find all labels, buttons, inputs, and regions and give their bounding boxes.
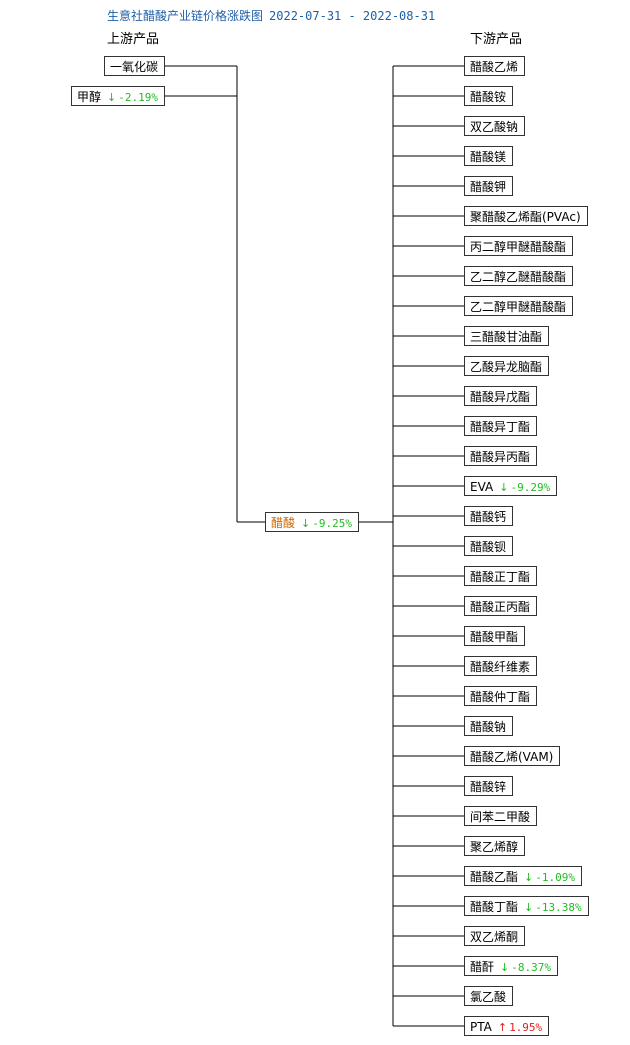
node-label: 醋酸仲丁酯 (470, 690, 531, 704)
node-label: 聚乙烯醇 (470, 840, 519, 854)
downstream-node[interactable]: 乙酸异龙脑酯 (464, 356, 550, 376)
downstream-node[interactable]: EVA ↓-9.29% (464, 476, 558, 496)
node-label: 醋酸乙酯 (470, 870, 519, 884)
downstream-node[interactable]: 醋酸乙酯 ↓-1.09% (464, 866, 582, 886)
downstream-node[interactable]: 醋酸异戊酯 (464, 386, 538, 406)
price-change: ↓-8.37% (500, 961, 551, 974)
node-label: 聚醋酸乙烯酯(PVAc) (470, 210, 581, 224)
price-change: ↓-13.38% (524, 901, 582, 914)
upstream-node[interactable]: 甲醇 ↓-2.19% (71, 86, 165, 106)
price-change: ↓-9.25% (301, 517, 352, 530)
downstream-node[interactable]: 醋酸丁酯 ↓-13.38% (464, 896, 589, 916)
chart-title: 生意社醋酸产业链价格涨跌图 2022-07-31 - 2022-08-31 (107, 7, 435, 24)
downstream-node[interactable]: 三醋酸甘油酯 (464, 326, 550, 346)
node-label: 醋酸纤维素 (470, 660, 531, 674)
node-label: 醋酸铵 (470, 90, 507, 104)
change-value: -1.09% (535, 871, 575, 884)
node-label: 醋酐 (470, 960, 495, 974)
downstream-node[interactable]: PTA ↑1.95% (464, 1016, 550, 1036)
center-node[interactable]: 醋酸 ↓-9.25% (265, 512, 359, 532)
arrow-down-icon: ↓ (301, 517, 311, 530)
downstream-node[interactable]: 醋酸钙 (464, 506, 514, 526)
price-change: ↓-2.19% (107, 91, 158, 104)
downstream-node[interactable]: 丙二醇甲醚醋酸酯 (464, 236, 574, 256)
node-label: 乙酸异龙脑酯 (470, 360, 543, 374)
downstream-node[interactable]: 氯乙酸 (464, 986, 514, 1006)
node-label: 醋酸乙烯(VAM) (470, 750, 554, 764)
upstream-node[interactable]: 一氧化碳 (104, 56, 166, 76)
arrow-down-icon: ↓ (524, 871, 534, 884)
arrow-down-icon: ↓ (107, 91, 117, 104)
arrow-down-icon: ↓ (499, 481, 509, 494)
node-label: 醋酸甲酯 (470, 630, 519, 644)
arrow-up-icon: ↑ (497, 1021, 508, 1034)
node-label: 醋酸丁酯 (470, 900, 519, 914)
node-label: 醋酸 (271, 516, 296, 530)
node-label: PTA (470, 1020, 492, 1034)
change-value: -9.29% (510, 481, 551, 494)
price-change: ↓-9.29% (499, 481, 550, 494)
node-label: 双乙烯酮 (470, 930, 519, 944)
node-label: 氯乙酸 (470, 990, 507, 1004)
change-value: -2.19% (118, 91, 158, 104)
node-label: 醋酸正丁酯 (470, 570, 531, 584)
node-label: 醋酸钡 (470, 540, 507, 554)
downstream-header: 下游产品 (470, 32, 523, 47)
downstream-node[interactable]: 醋酸正丁酯 (464, 566, 538, 586)
node-label: 醋酸乙烯 (470, 60, 519, 74)
node-label: 醋酸正丙酯 (470, 600, 531, 614)
node-label: 三醋酸甘油酯 (470, 330, 543, 344)
downstream-node[interactable]: 醋酸乙烯 (464, 56, 526, 76)
downstream-node[interactable]: 醋酸乙烯(VAM) (464, 746, 561, 766)
downstream-node[interactable]: 醋酸钠 (464, 716, 514, 736)
downstream-node[interactable]: 间苯二甲酸 (464, 806, 538, 826)
node-label: 一氧化碳 (110, 60, 159, 74)
change-value: 1.95% (509, 1021, 543, 1034)
node-label: 醋酸锌 (470, 780, 507, 794)
node-label: 醋酸钙 (470, 510, 507, 524)
downstream-node[interactable]: 醋酸仲丁酯 (464, 686, 538, 706)
arrow-down-icon: ↓ (500, 961, 510, 974)
downstream-node[interactable]: 醋酸纤维素 (464, 656, 538, 676)
date-range: 2022-07-31 - 2022-08-31 (269, 9, 436, 23)
downstream-node[interactable]: 乙二醇甲醚醋酸酯 (464, 296, 574, 316)
downstream-node[interactable]: 醋酸铵 (464, 86, 514, 106)
node-label: 醋酸镁 (470, 150, 507, 164)
node-label: 醋酸钠 (470, 720, 507, 734)
downstream-node[interactable]: 醋酸锌 (464, 776, 514, 796)
price-change: ↓-1.09% (524, 871, 575, 884)
node-label: 醋酸钾 (470, 180, 507, 194)
downstream-node[interactable]: 醋酸异丙酯 (464, 446, 538, 466)
downstream-node[interactable]: 醋酸钾 (464, 176, 514, 196)
node-label: 乙二醇甲醚醋酸酯 (470, 300, 567, 314)
upstream-header: 上游产品 (107, 32, 160, 47)
node-label: 间苯二甲酸 (470, 810, 531, 824)
downstream-node[interactable]: 醋酸甲酯 (464, 626, 526, 646)
downstream-node[interactable]: 醋酸正丙酯 (464, 596, 538, 616)
downstream-node[interactable]: 醋酸镁 (464, 146, 514, 166)
downstream-node[interactable]: 双乙烯酮 (464, 926, 526, 946)
downstream-node[interactable]: 双乙酸钠 (464, 116, 526, 136)
node-label: 甲醇 (77, 90, 102, 104)
downstream-node[interactable]: 聚乙烯醇 (464, 836, 526, 856)
title-text: 生意社醋酸产业链价格涨跌图 (107, 9, 264, 23)
downstream-node[interactable]: 醋酸异丁酯 (464, 416, 538, 436)
change-value: -13.38% (535, 901, 582, 914)
node-label: 醋酸异丙酯 (470, 450, 531, 464)
node-label: 乙二醇乙醚醋酸酯 (470, 270, 567, 284)
node-label: 双乙酸钠 (470, 120, 519, 134)
node-label: 醋酸异丁酯 (470, 420, 531, 434)
arrow-down-icon: ↓ (524, 901, 534, 914)
price-change: ↑1.95% (498, 1021, 542, 1034)
node-label: 丙二醇甲醚醋酸酯 (470, 240, 567, 254)
change-value: -9.25% (312, 517, 352, 530)
downstream-node[interactable]: 醋酐 ↓-8.37% (464, 956, 558, 976)
downstream-node[interactable]: 乙二醇乙醚醋酸酯 (464, 266, 574, 286)
node-label: EVA (470, 480, 494, 494)
node-label: 醋酸异戊酯 (470, 390, 531, 404)
downstream-node[interactable]: 醋酸钡 (464, 536, 514, 556)
downstream-node[interactable]: 聚醋酸乙烯酯(PVAc) (464, 206, 588, 226)
change-value: -8.37% (511, 961, 551, 974)
